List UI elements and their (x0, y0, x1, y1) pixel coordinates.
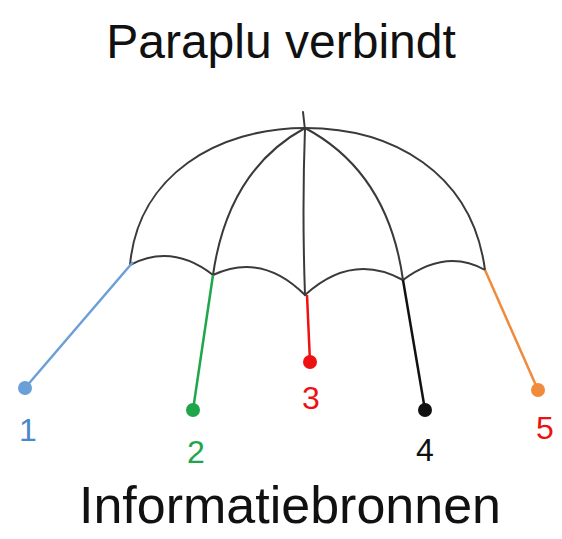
leader-dot (531, 383, 545, 397)
umbrella (130, 112, 485, 295)
leader-dot (303, 355, 317, 369)
leader-line (485, 270, 538, 390)
umbrella-rib (213, 128, 305, 275)
leader-line (25, 262, 133, 388)
callout-number: 5 (536, 412, 554, 444)
leader-line (193, 275, 213, 410)
umbrella-edge (130, 256, 485, 295)
leader-dot (186, 403, 200, 417)
umbrella-rib (305, 128, 403, 280)
leader-dot (418, 403, 432, 417)
leader-line (403, 280, 425, 410)
callout-number: 1 (19, 414, 37, 446)
diagram-title: Paraplu verbindt (106, 18, 456, 66)
callout-number: 4 (416, 434, 434, 466)
callout-number: 2 (187, 436, 205, 468)
leader-lines (18, 262, 545, 417)
diagram-caption: Informatiebronnen (79, 479, 501, 531)
umbrella-rib (304, 128, 306, 295)
umbrella-canopy (130, 128, 485, 270)
callout-number: 3 (302, 382, 320, 414)
leader-line (307, 295, 310, 362)
leader-dot (18, 381, 32, 395)
